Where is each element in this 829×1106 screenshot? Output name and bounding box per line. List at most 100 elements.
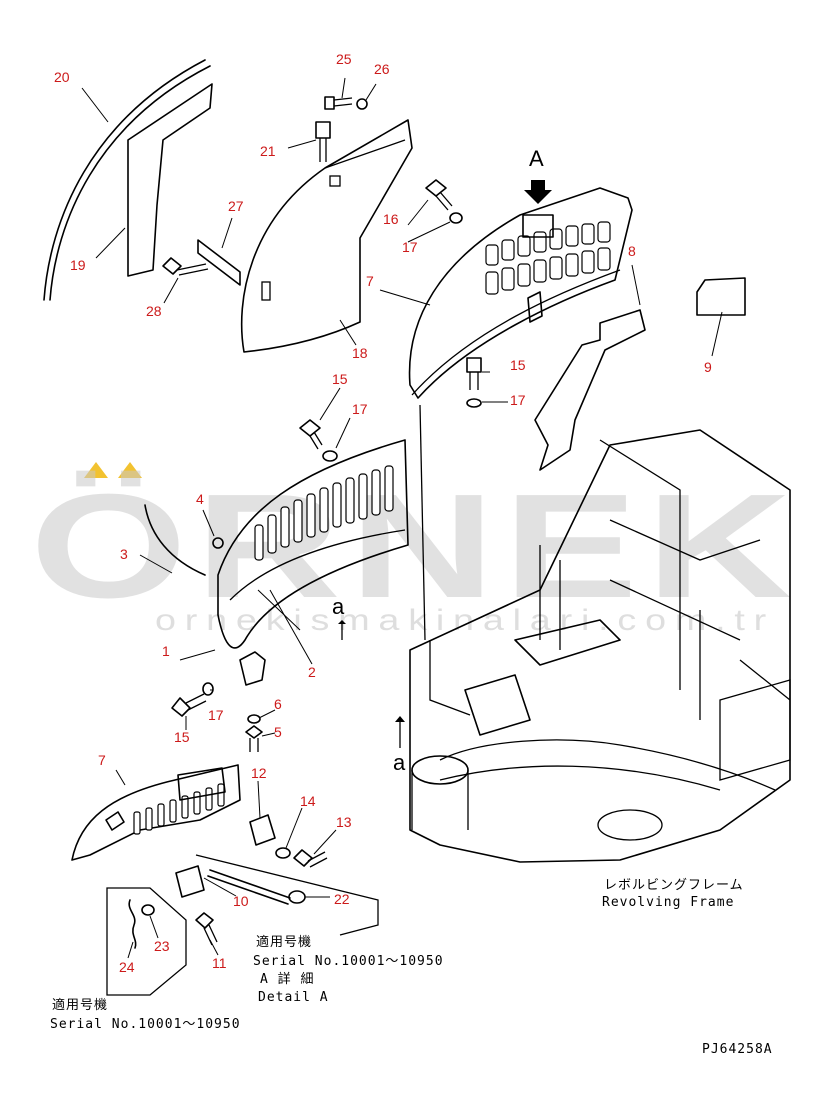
part-1-cover-front [217,439,409,686]
callout-17d: 17 [208,707,224,723]
watermark-accent-right [118,462,142,478]
part-4-nut [212,537,224,549]
callout-28: 28 [146,303,162,319]
callout-5: 5 [274,724,282,740]
callout-4: 4 [196,491,204,507]
part-19-pad [127,83,213,277]
part-27-bracket [197,239,241,286]
callout-7a: 7 [366,273,374,289]
callout-16: 16 [383,211,399,227]
frame-label: レボルビングフレーム Revolving Frame [602,878,744,910]
louver-slots-upper [485,221,611,295]
callout-17b: 17 [510,392,526,408]
lower-note: 適用号機 Serial No.10001～10950 [50,997,241,1032]
part-5-bolt [245,725,263,752]
part-7-cover-upper [408,187,633,399]
part-9-block [696,277,746,316]
callout-22: 22 [334,891,350,907]
part-15-bolt-right [466,357,482,390]
view-arrow-label: A [529,146,544,171]
lower-serial: Serial No.10001～10950 [50,1017,241,1032]
callout-25: 25 [336,51,352,67]
lower-applicable-jp: 適用号機 [52,997,108,1013]
callout-24: 24 [119,959,135,975]
section-a-label-2: a [393,750,406,775]
part-25-bolt [324,96,353,110]
section-a-label-1: a [332,594,345,619]
callout-27: 27 [228,198,244,214]
callout-6: 6 [274,696,282,712]
part-24-pin [128,899,137,949]
callout-19: 19 [70,257,86,273]
part-17-washer-d [202,682,214,696]
drawing-code: PJ64258A [702,1042,773,1057]
part-20-strip [43,59,211,301]
part-21-bolt [315,121,331,162]
callout-11: 11 [212,955,227,971]
part-15-bolt-lower [171,693,207,717]
detail-a-jp: A 詳 細 [260,971,314,987]
part-23-washer [141,904,155,916]
part-17-washer-b [466,398,482,408]
callout-1: 1 [162,643,170,659]
part-15-bolt-mid [299,419,323,450]
revolving-frame [409,429,791,863]
callout-3: 3 [120,546,128,562]
leader-lines [81,77,723,959]
lock-assembly [175,865,205,898]
callout-15a: 15 [510,357,526,373]
callout-12: 12 [251,765,267,781]
watermark-url: ornekismakinalari.com.tr [155,604,775,637]
callout-17c: 17 [352,401,368,417]
detail-a-en: Detail A [258,990,329,1005]
mount-line [419,404,426,641]
callout-8: 8 [628,243,636,259]
view-arrow-a: A [524,146,552,204]
callout-9: 9 [704,359,712,375]
part-11-bolt [195,912,218,946]
callout-2: 2 [308,664,316,680]
callout-10: 10 [233,893,249,909]
section-arrow-a-2: a [393,716,406,775]
detail-outline [195,854,379,936]
part-26-washer [356,98,368,110]
detail-serial: Serial No.10001～10950 [253,954,444,969]
callout-18: 18 [352,345,368,361]
callout-26: 26 [374,61,390,77]
inset-detail-box [106,887,187,996]
detail-applicable-jp: 適用号機 [256,934,312,950]
part-16-bolt [425,179,453,211]
part-17-washer-c [322,450,338,462]
louver-slots-lower [133,783,225,835]
part-10-rod [207,869,291,905]
part-12-latch [249,814,276,846]
watermark-accent-left [84,462,108,478]
callout-13: 13 [336,814,352,830]
callout-14: 14 [300,793,316,809]
section-arrow-a-1: a [332,594,346,640]
part-18-panel [240,119,413,353]
callout-numbers: 20 19 25 26 21 27 28 18 7 8 9 16 17 15 1… [54,51,712,975]
callout-17a: 17 [402,239,418,255]
detail-a-note: 適用号機 Serial No.10001～10950 A 詳 細 Detail … [253,934,444,1005]
part-14-washer [275,847,291,859]
part-8-seal [534,309,646,471]
frame-label-en: Revolving Frame [602,895,734,910]
louver-slots-front [254,465,394,561]
part-3-wire [144,504,206,576]
part-28-bolt [162,257,209,276]
part-7-cover-lower [71,764,241,861]
callout-20: 20 [54,69,70,85]
part-22-connector [288,890,306,904]
frame-label-jp: レボルビングフレーム [604,878,744,893]
lock-housing [522,214,554,238]
part-13-bolt [293,849,328,868]
callout-23: 23 [154,938,170,954]
watermark: ÖRNEK ornekismakinalari.com.tr [30,462,800,637]
callout-21: 21 [260,143,276,159]
part-6-washer [247,714,261,724]
watermark-brand: ÖRNEK [30,464,800,629]
part-17-washer-a [449,212,463,224]
